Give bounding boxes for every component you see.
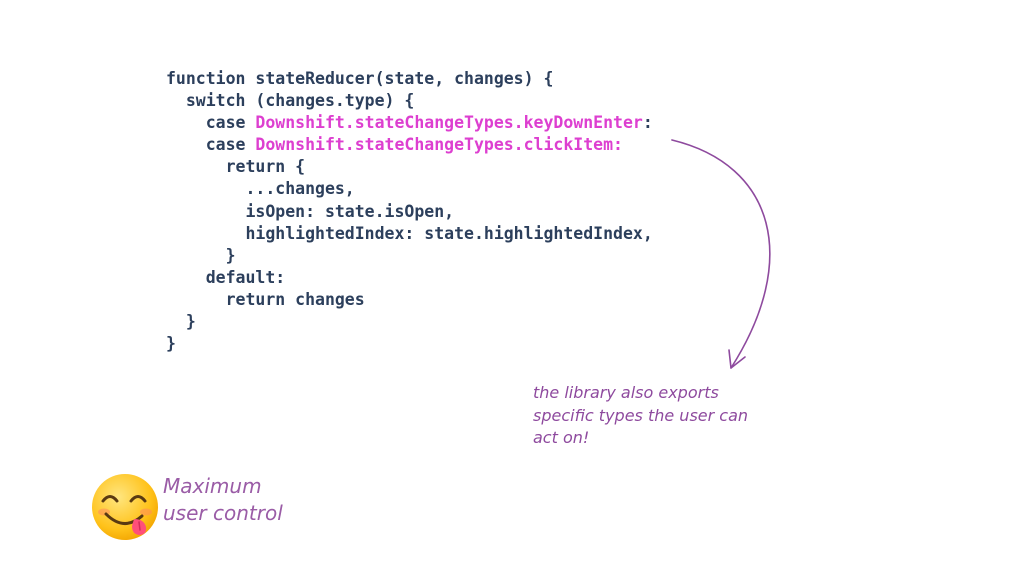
code-token: } xyxy=(166,312,196,332)
code-line: ...changes, xyxy=(166,178,653,200)
code-token: function stateReducer(state, changes) { xyxy=(166,69,554,88)
code-line: case Downshift.stateChangeTypes.clickIte… xyxy=(166,134,653,156)
code-token: highlightedIndex: state.highlightedIndex… xyxy=(166,223,653,243)
tagline-line-1: Maximum xyxy=(163,474,262,498)
code-token: ...changes, xyxy=(166,179,355,199)
code-highlight-token: Downshift.stateChangeTypes.clickItem: xyxy=(255,135,623,155)
code-block: function stateReducer(state, changes) { … xyxy=(166,68,653,355)
code-highlight-token: Downshift.stateChangeTypes.keyDownEnter xyxy=(255,113,643,133)
code-line: highlightedIndex: state.highlightedIndex… xyxy=(166,223,653,245)
code-line: isOpen: state.isOpen, xyxy=(166,201,653,223)
code-line: case Downshift.stateChangeTypes.keyDownE… xyxy=(166,112,653,134)
code-line: switch (changes.type) { xyxy=(166,90,653,112)
code-token: switch (changes.type) { xyxy=(166,91,415,111)
code-token: } xyxy=(166,245,236,265)
code-token: return changes xyxy=(166,289,365,309)
tagline: Maximum user control xyxy=(163,473,283,527)
code-token: case xyxy=(166,113,256,133)
code-token: } xyxy=(166,334,176,354)
code-line: default: xyxy=(166,267,653,289)
code-token: return { xyxy=(166,157,306,177)
code-line: function stateReducer(state, changes) { xyxy=(166,68,653,90)
code-line: } xyxy=(166,245,653,267)
tagline-line-2: user control xyxy=(163,501,283,525)
code-line: } xyxy=(166,333,653,355)
code-line: } xyxy=(166,311,653,333)
annotation-text: the library also exports specific types … xyxy=(533,383,749,447)
code-token: case xyxy=(166,135,256,155)
code-line: return { xyxy=(166,156,653,178)
yum-face-emoji-icon xyxy=(92,474,158,540)
code-line: return changes xyxy=(166,289,653,311)
code-token: : xyxy=(642,113,653,133)
code-token: default: xyxy=(166,267,286,287)
code-token: isOpen: state.isOpen, xyxy=(166,201,455,221)
